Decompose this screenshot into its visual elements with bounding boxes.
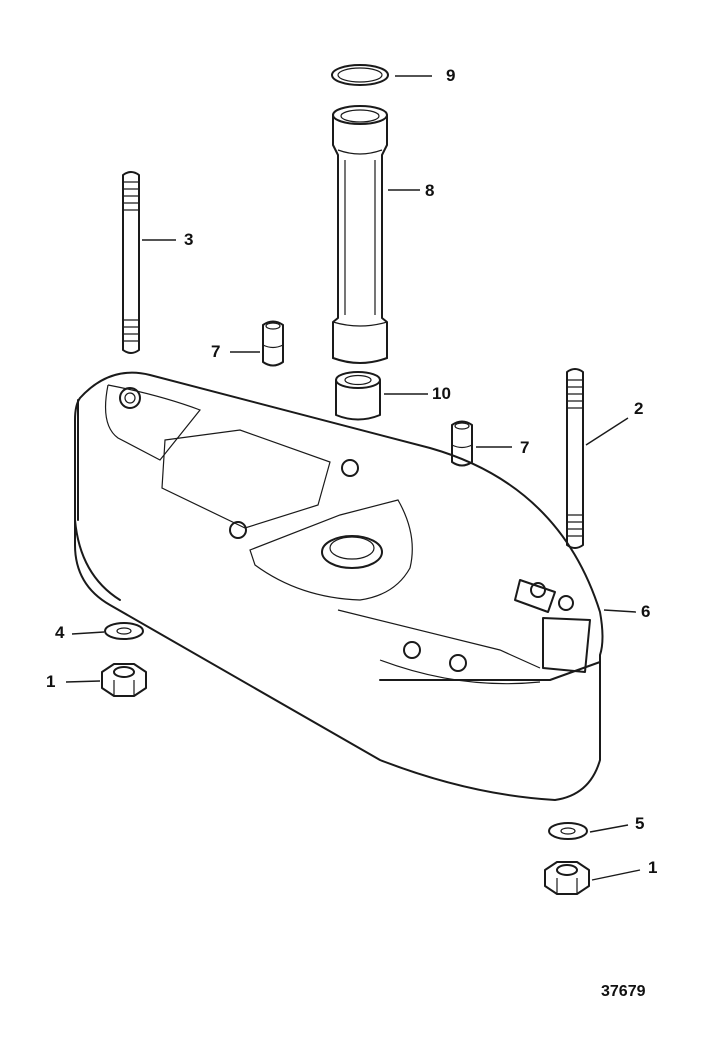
bushing-part bbox=[335, 371, 381, 421]
figure-id: 37679 bbox=[601, 983, 646, 1000]
stud-left-part bbox=[122, 171, 140, 354]
dowel-pin-right-part bbox=[451, 420, 473, 467]
washer-right-part bbox=[548, 822, 588, 840]
o-ring-part bbox=[331, 64, 389, 86]
callout-9: 9 bbox=[446, 66, 456, 85]
callout-7-left: 7 bbox=[211, 342, 221, 361]
callout-8: 8 bbox=[425, 181, 435, 200]
callout-10: 10 bbox=[432, 384, 451, 403]
callout-4: 4 bbox=[55, 623, 65, 642]
hex-nut-left-part bbox=[101, 663, 147, 697]
callout-6: 6 bbox=[641, 602, 651, 621]
washer-left-part bbox=[104, 622, 144, 640]
stud-right-part bbox=[566, 368, 584, 549]
callout-7-right: 7 bbox=[520, 438, 530, 457]
dowel-pin-left-part bbox=[262, 320, 284, 367]
callout-3: 3 bbox=[184, 230, 194, 249]
tube-part bbox=[332, 105, 388, 364]
callout-1-right: 1 bbox=[648, 858, 658, 877]
callout-2: 2 bbox=[634, 399, 644, 418]
housing-plate-part bbox=[74, 371, 604, 801]
callout-5: 5 bbox=[635, 814, 645, 833]
hex-nut-right-part bbox=[544, 861, 590, 895]
callout-1-left: 1 bbox=[46, 672, 56, 691]
leader-lines bbox=[65, 75, 641, 881]
